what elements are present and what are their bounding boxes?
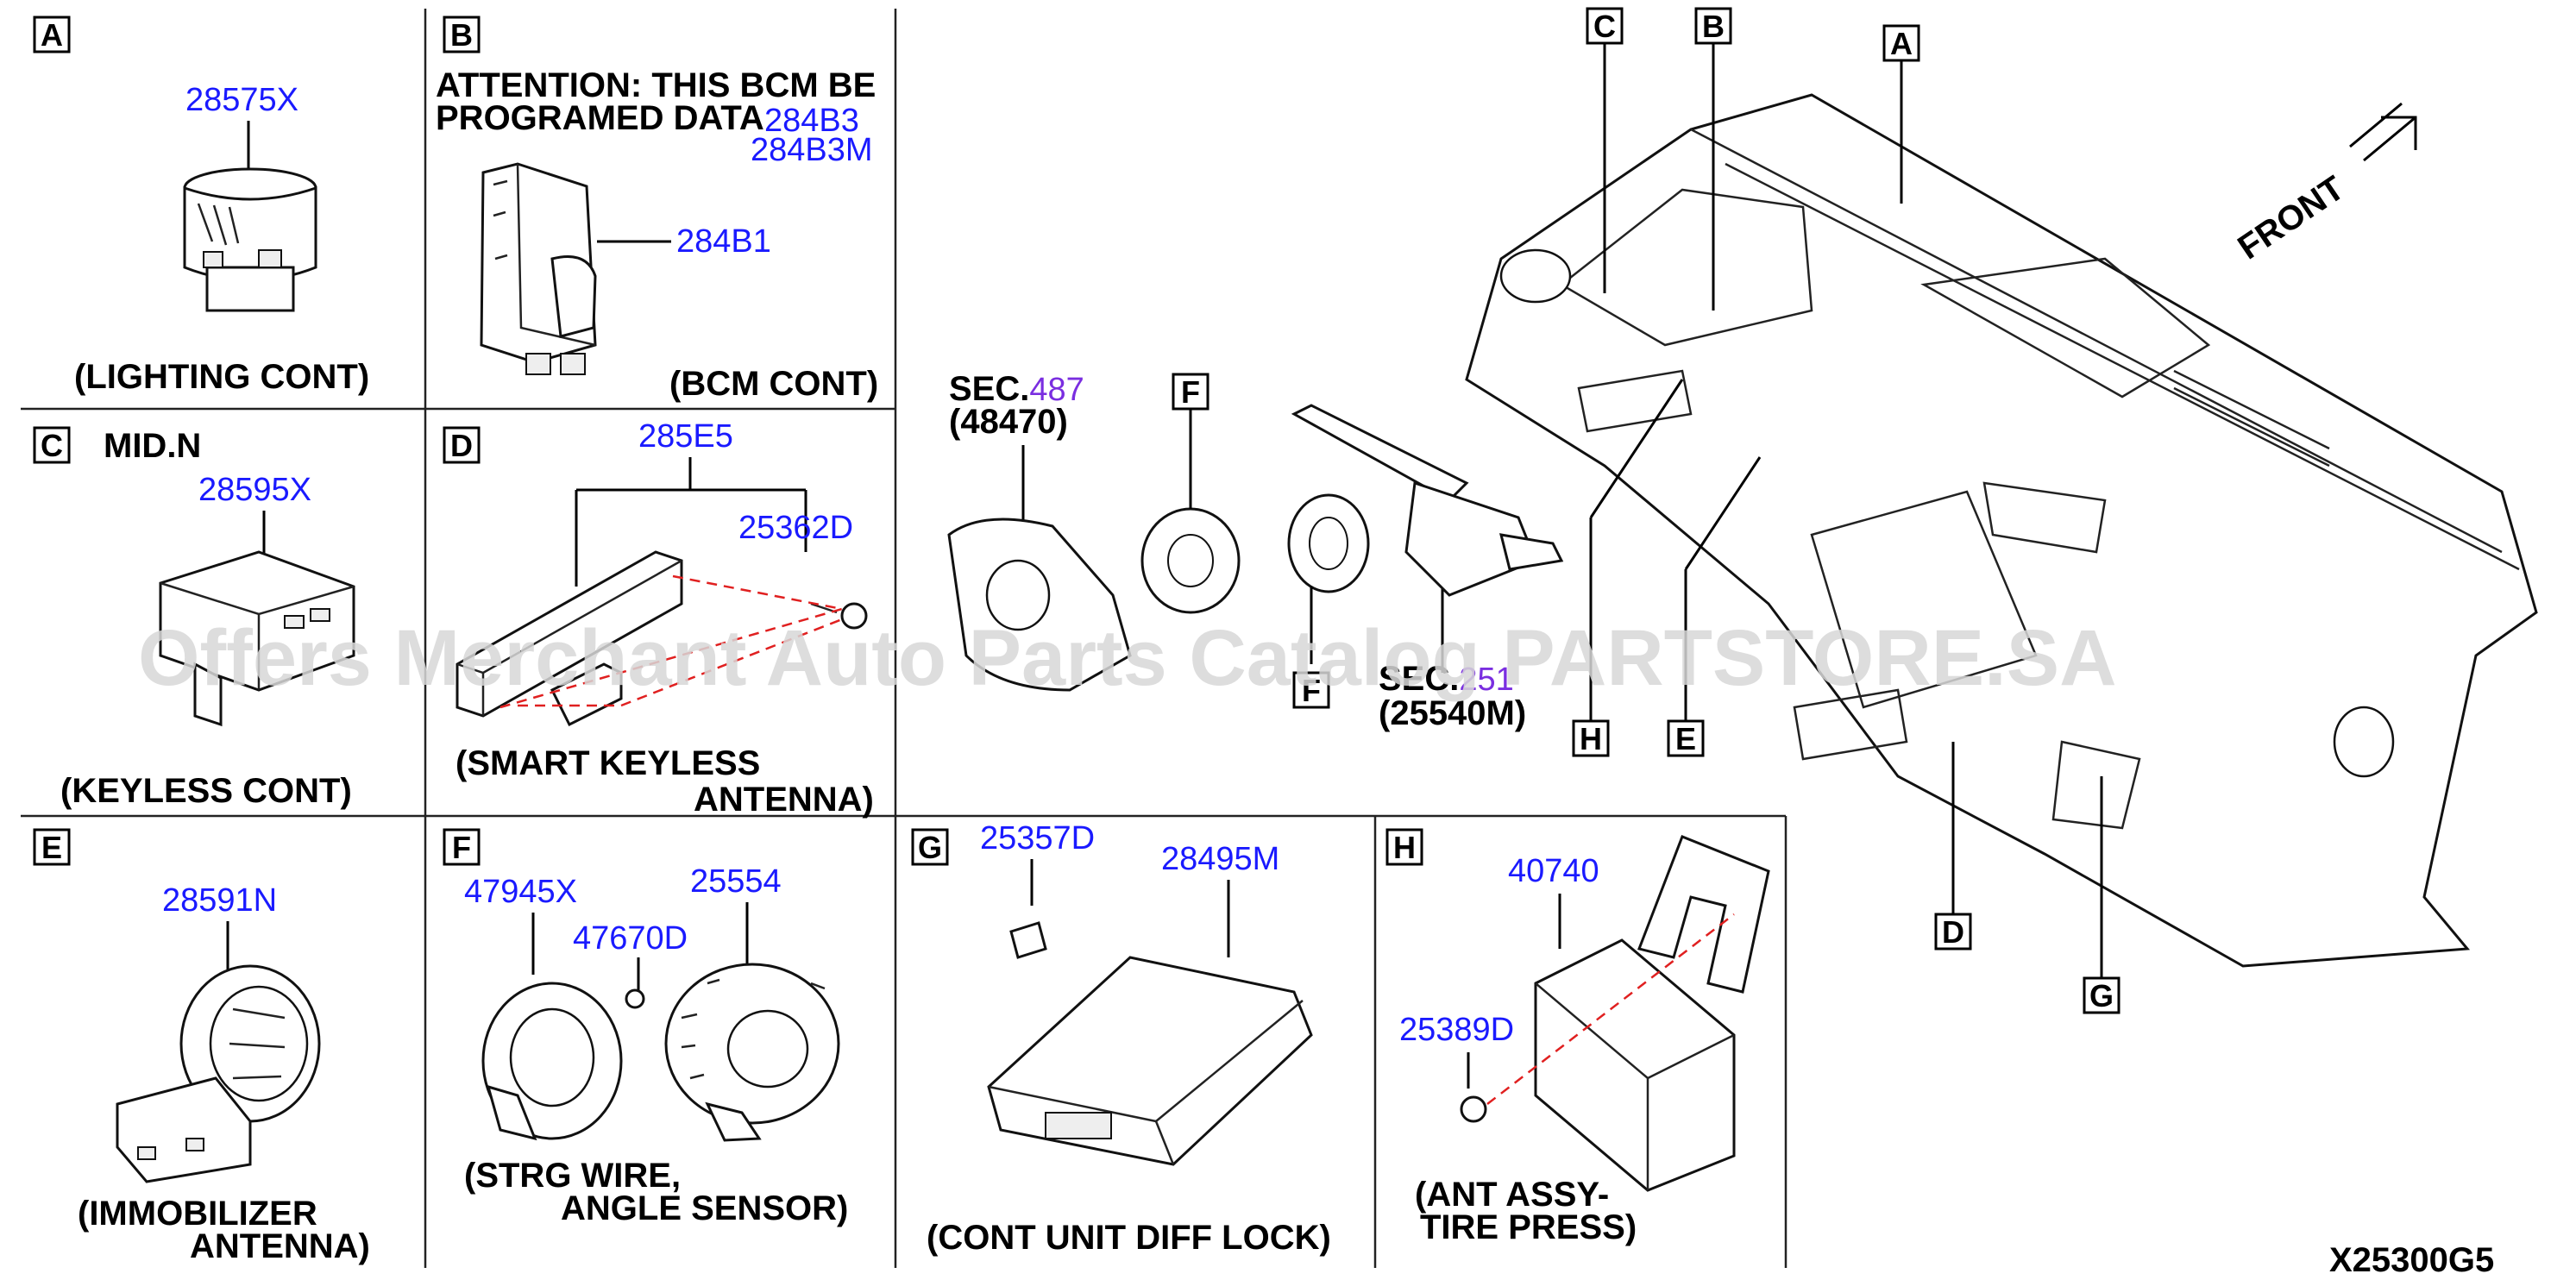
- svg-text:D: D: [1942, 914, 1964, 950]
- box-letter-h: H: [1385, 828, 1423, 866]
- svg-text:B: B: [450, 17, 473, 53]
- main-spiral-cable-drawing: [1140, 405, 1241, 614]
- caption-lighting-cont: (LIGHTING CONT): [74, 358, 369, 396]
- spiral-cable-drawing: [664, 963, 840, 1142]
- svg-text:G: G: [918, 830, 942, 865]
- caption-smart-keyless-line-2: ANTENNA): [694, 781, 874, 819]
- box-letter-f: F: [443, 828, 481, 866]
- box-letter-e: E: [33, 828, 71, 866]
- callout-a[interactable]: A: [1882, 24, 1920, 204]
- combination-switch-drawing: [1291, 404, 1564, 597]
- front-arrow-icon: [2350, 102, 2416, 160]
- svg-text:C: C: [1593, 9, 1616, 44]
- part-number-28495m[interactable]: 28495M: [1161, 841, 1279, 877]
- instrument-panel-drawing: [1465, 93, 2538, 968]
- part-number-47945x[interactable]: 47945X: [464, 874, 577, 910]
- main-angle-sensor-drawing: [1287, 493, 1370, 664]
- svg-text:A: A: [1890, 26, 1913, 61]
- caption-strg-wire-line-1: (STRG WIRE,: [464, 1157, 681, 1195]
- callout-e[interactable]: E: [1667, 456, 1762, 757]
- panel-cont-unit-diff-lock: G 25357D 28495M (CONT UNIT DIFF LOCK): [911, 820, 1331, 1257]
- part-number-25357d[interactable]: 25357D: [980, 820, 1095, 856]
- caption-ant-assy-line-1: (ANT ASSY-: [1415, 1176, 1609, 1214]
- sec-487-label[interactable]: SEC.487: [949, 370, 1084, 408]
- part-number-25389d[interactable]: 25389D: [1399, 1012, 1514, 1048]
- callout-h[interactable]: H: [1572, 379, 1684, 757]
- caption-keyless-cont: (KEYLESS CONT): [60, 772, 352, 810]
- immobilizer-antenna-drawing: [116, 964, 321, 1183]
- front-label: FRONT: [2231, 169, 2351, 267]
- svg-text:F: F: [1302, 673, 1321, 708]
- box-letter-b: B: [443, 16, 481, 53]
- panel-strg-wire-angle-sensor: F 47945X 47670D 25554 (STRG WIRE, ANGLE …: [443, 828, 848, 1227]
- angle-sensor-drawing: [481, 982, 645, 1141]
- sec-251-label[interactable]: SEC.251: [1379, 660, 1514, 698]
- steering-column-cover-drawing: [947, 518, 1132, 692]
- callout-b[interactable]: B: [1694, 7, 1732, 311]
- caption-immobilizer-line-2: ANTENNA): [190, 1227, 370, 1265]
- callout-d[interactable]: D: [1934, 742, 1972, 951]
- caption-immobilizer-line-1: (IMMOBILIZER: [78, 1195, 317, 1233]
- main-assembly: SEC.487 (48470) SEC.251 (25540M): [947, 7, 2538, 1014]
- keyless-cont-drawing: [159, 550, 355, 727]
- panel-immobilizer-antenna: E 28591N (IMMOBILIZER ANTENNA): [33, 828, 370, 1265]
- svg-text:E: E: [1675, 721, 1696, 756]
- caption-cont-unit-diff-lock: (CONT UNIT DIFF LOCK): [927, 1219, 1331, 1257]
- part-number-284b3[interactable]: 284B3: [764, 103, 859, 139]
- svg-text:E: E: [41, 830, 62, 865]
- part-number-25554[interactable]: 25554: [690, 863, 782, 900]
- part-number-28575x[interactable]: 28575X: [185, 82, 298, 118]
- bcm-module-drawing: [480, 162, 597, 375]
- part-number-47670d[interactable]: 47670D: [573, 920, 688, 957]
- attention-line-2: PROGRAMED DATA: [436, 99, 764, 137]
- panel-keyless-cont: C MID.N 28595X (KEYLESS CONT): [33, 426, 355, 810]
- callout-g[interactable]: G: [2083, 776, 2120, 1014]
- diff-lock-unit-drawing: [987, 921, 1313, 1166]
- svg-text:B: B: [1702, 9, 1725, 44]
- diagram-code: X25300G5: [2329, 1241, 2494, 1279]
- caption-bcm-cont: (BCM CONT): [669, 365, 878, 403]
- watermark-text: Offers Merchant Auto Parts Catalog PARTS…: [138, 614, 2117, 702]
- callout-f-lower[interactable]: F: [1292, 671, 1330, 709]
- callout-c[interactable]: C: [1586, 7, 1624, 293]
- box-letter-d: D: [443, 426, 481, 464]
- box-letter-g: G: [911, 828, 949, 866]
- svg-text:C: C: [41, 428, 63, 463]
- smart-antenna-drawing: [456, 550, 868, 727]
- callout-f-upper[interactable]: F: [1172, 373, 1209, 411]
- part-number-40740[interactable]: 40740: [1508, 853, 1599, 889]
- svg-text:D: D: [450, 428, 473, 463]
- part-number-28595x[interactable]: 28595X: [198, 472, 311, 508]
- part-number-284b1[interactable]: 284B1: [676, 223, 771, 260]
- part-number-25362d[interactable]: 25362D: [738, 510, 853, 546]
- tire-press-antenna-drawing: [1460, 835, 1770, 1192]
- lighting-switch-drawing: [183, 167, 317, 312]
- svg-text:H: H: [1393, 830, 1416, 865]
- front-direction-indicator: FRONT: [2231, 102, 2416, 267]
- caption-strg-wire-line-2: ANGLE SENSOR): [561, 1189, 848, 1227]
- box-letter-a: A: [33, 16, 71, 53]
- part-number-284b3m[interactable]: 284B3M: [751, 132, 873, 168]
- svg-text:G: G: [2089, 978, 2114, 1013]
- attention-line-1: ATTENTION: THIS BCM BE: [436, 66, 876, 104]
- panel-ant-assy-tire-press: H 40740 25389D (ANT ASSY- TIRE PRESS): [1385, 828, 1770, 1246]
- svg-text:F: F: [452, 830, 471, 865]
- panel-grid: [21, 9, 1787, 1268]
- part-number-28591n[interactable]: 28591N: [162, 882, 277, 919]
- variant-note-mid-n: MID.N: [104, 427, 201, 465]
- part-number-285e5[interactable]: 285E5: [638, 418, 733, 455]
- svg-text:A: A: [41, 17, 63, 53]
- caption-ant-assy-line-2: TIRE PRESS): [1420, 1208, 1637, 1246]
- sec-251-subref: (25540M): [1379, 694, 1526, 732]
- box-letter-c: C: [33, 426, 71, 464]
- caption-smart-keyless-line-1: (SMART KEYLESS: [456, 744, 760, 782]
- panel-lighting-cont: A 28575X (LIGHTING CONT): [33, 16, 369, 396]
- panel-smart-keyless-antenna: D 285E5 25362D (SMART KEYLESS ANTENNA): [443, 418, 874, 819]
- sec-487-subref: (48470): [949, 403, 1068, 441]
- svg-text:F: F: [1181, 374, 1200, 410]
- panel-bcm-cont: B ATTENTION: THIS BCM BE PROGRAMED DATA …: [436, 16, 878, 403]
- svg-text:H: H: [1580, 721, 1602, 756]
